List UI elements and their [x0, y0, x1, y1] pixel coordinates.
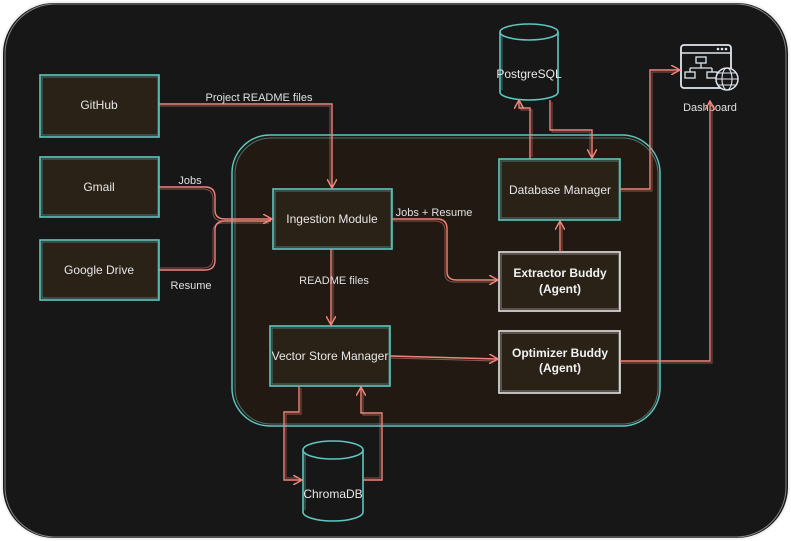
postgresql-label: PostgreSQL	[496, 67, 562, 81]
arrow-chromadb-to-vector	[361, 388, 383, 481]
edge-label-project-readme: Project README files	[206, 92, 313, 104]
edge-label-jobs-resume: Jobs + Resume	[396, 207, 473, 219]
arrow-gmail-to-ingestion	[159, 186, 271, 221]
arrow-github-to-ingestion	[159, 103, 332, 187]
arrow-postgresql-to-database	[549, 100, 592, 157]
optimizer-agent-label: (Agent)	[539, 361, 581, 375]
chromadb-label: ChromaDB	[303, 487, 362, 501]
edge-label-resume: Resume	[171, 280, 212, 292]
optimizer-buddy-label: Optimizer Buddy	[512, 346, 608, 360]
extractor-buddy-label: Extractor Buddy	[513, 266, 607, 280]
dashboard-icon	[680, 44, 739, 91]
edge-label-jobs: Jobs	[178, 175, 202, 187]
arrow-ingestion-to-extractor	[392, 218, 497, 282]
database-manager-label: Database Manager	[509, 183, 611, 197]
optimizer-buddy-node[interactable]: Optimizer Buddy (Agent)	[498, 330, 621, 394]
gmail-node[interactable]: Gmail	[39, 156, 160, 218]
github-node[interactable]: GitHub	[39, 74, 160, 138]
edge-label-readme-files: README files	[299, 275, 369, 287]
github-label: GitHub	[80, 98, 118, 112]
vector-store-manager-label: Vector Store Manager	[272, 349, 389, 363]
arrow-database-to-dashboard	[620, 70, 679, 192]
dashboard-node[interactable]: Dashboard	[680, 44, 739, 114]
database-manager-node[interactable]: Database Manager	[498, 158, 621, 221]
arrow-database-to-postgresql	[519, 101, 533, 159]
chromadb-database[interactable]: ChromaDB	[302, 440, 364, 522]
arrow-extractor-to-database	[560, 222, 562, 252]
extractor-buddy-node[interactable]: Extractor Buddy (Agent)	[498, 251, 621, 312]
google-drive-node[interactable]: Google Drive	[39, 239, 160, 301]
gmail-label: Gmail	[83, 180, 114, 194]
arrow-optimizer-to-dashboard	[620, 102, 712, 364]
vector-store-manager-node[interactable]: Vector Store Manager	[269, 325, 391, 387]
ingestion-module-node[interactable]: Ingestion Module	[272, 188, 393, 250]
arrow-vector-to-optimizer	[389, 356, 497, 361]
arrow-vector-to-chromadb	[283, 386, 301, 480]
arrow-ingestion-to-vector-store	[331, 249, 333, 324]
ingestion-module-label: Ingestion Module	[286, 212, 378, 226]
postgresql-database[interactable]: PostgreSQL	[496, 23, 562, 101]
arrow-drive-to-ingestion	[159, 220, 271, 271]
google-drive-label: Google Drive	[64, 263, 134, 277]
extractor-agent-label: (Agent)	[539, 282, 581, 296]
